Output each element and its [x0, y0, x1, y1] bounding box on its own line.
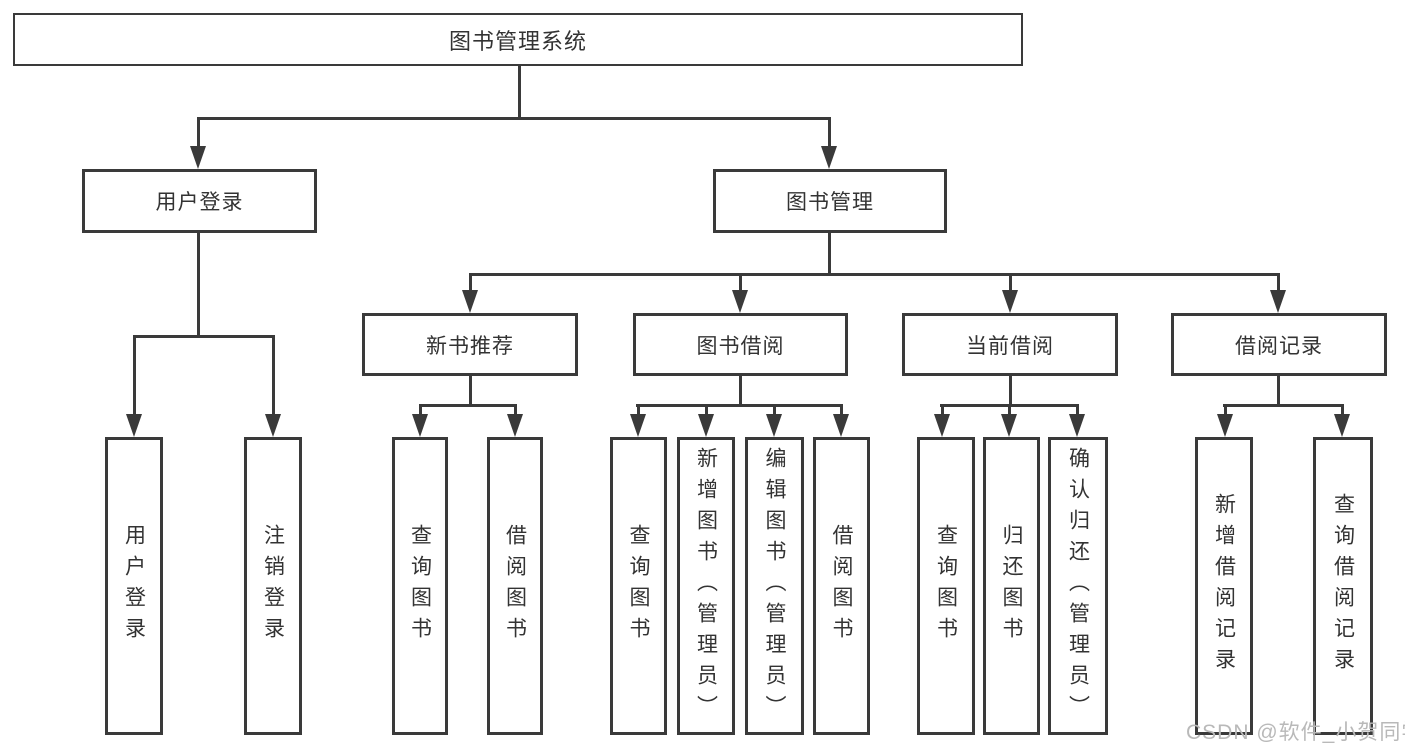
leaf-add-borrow-record: 新增借阅记录	[1195, 437, 1253, 735]
connector-line	[1076, 404, 1079, 420]
arrow-down-icon	[412, 414, 428, 437]
leaf-edit-books-admin: 编辑图书（管理员）	[745, 437, 804, 735]
connector-line	[272, 335, 275, 417]
node-label: 图书借阅	[696, 334, 785, 358]
connector-line	[773, 404, 776, 420]
connector-line	[197, 119, 200, 149]
connector-line	[1223, 404, 1343, 407]
connector-line	[1009, 376, 1012, 407]
leaf-label: 编辑图书（管理员）	[763, 446, 786, 726]
connector-line	[469, 376, 472, 407]
arrow-down-icon	[462, 290, 478, 313]
connector-line	[469, 273, 472, 293]
connector-line	[133, 335, 275, 338]
arrow-down-icon	[1069, 414, 1085, 437]
connector-line	[1277, 376, 1280, 407]
connector-line	[197, 233, 200, 338]
leaf-label: 查询图书	[934, 524, 958, 648]
connector-line	[840, 404, 843, 420]
arrow-down-icon	[1334, 414, 1350, 437]
leaf-label: 确认归还（管理员）	[1066, 446, 1090, 726]
leaf-label: 注销登录	[261, 524, 285, 648]
node-label: 图书管理	[786, 191, 874, 214]
node-label: 借阅记录	[1235, 334, 1323, 358]
connector-line	[739, 273, 742, 293]
node-current-borrowing: 当前借阅	[902, 313, 1118, 376]
node-label: 图书管理系统	[448, 28, 587, 54]
arrow-down-icon	[821, 146, 837, 169]
arrow-down-icon	[1217, 414, 1233, 437]
arrow-down-icon	[1002, 290, 1018, 313]
connector-line	[518, 66, 521, 120]
node-label: 新书推荐	[426, 334, 514, 358]
leaf-label: 查询图书	[627, 524, 650, 648]
leaf-borrow-books-borrowing: 借阅图书	[813, 437, 870, 735]
leaf-confirm-return-admin: 确认归还（管理员）	[1048, 437, 1108, 735]
node-book-borrowing: 图书借阅	[633, 313, 848, 376]
leaf-return-books: 归还图书	[983, 437, 1040, 735]
connector-line	[419, 404, 516, 407]
connector-line	[1009, 273, 1012, 293]
connector-line	[1277, 273, 1280, 293]
arrow-down-icon	[833, 414, 849, 437]
connector-line	[419, 404, 422, 420]
arrow-down-icon	[126, 414, 142, 437]
leaf-query-borrow-record: 查询借阅记录	[1313, 437, 1373, 735]
leaf-label: 用户登录	[122, 524, 146, 648]
leaf-label: 借阅图书	[830, 524, 853, 648]
arrow-down-icon	[630, 414, 646, 437]
connector-line	[828, 233, 831, 276]
arrow-down-icon	[1270, 290, 1286, 313]
connector-line	[1224, 404, 1227, 420]
connector-line	[197, 117, 831, 120]
arrow-down-icon	[934, 414, 950, 437]
connector-line	[636, 404, 843, 407]
connector-line	[705, 404, 708, 420]
node-new-book-recommendation: 新书推荐	[362, 313, 578, 376]
leaf-user-login: 用户登录	[105, 437, 163, 735]
node-borrowing-records: 借阅记录	[1171, 313, 1387, 376]
connector-line	[739, 376, 742, 407]
connector-line	[1008, 404, 1011, 420]
csdn-watermark: CSDN @软件_小贺同学	[1186, 721, 1405, 744]
connector-line	[469, 273, 1280, 276]
arrow-down-icon	[190, 146, 206, 169]
node-label: 当前借阅	[966, 334, 1054, 358]
leaf-label: 查询借阅记录	[1331, 493, 1355, 679]
connector-line	[514, 404, 517, 420]
leaf-add-books-admin: 新增图书（管理员）	[677, 437, 735, 735]
connector-line	[828, 119, 831, 149]
arrow-down-icon	[507, 414, 523, 437]
leaf-label: 新增借阅记录	[1212, 493, 1236, 679]
leaf-label: 借阅图书	[503, 524, 527, 648]
connector-line	[1341, 404, 1344, 420]
arrow-down-icon	[1001, 414, 1017, 437]
connector-line	[941, 404, 944, 420]
leaf-logout: 注销登录	[244, 437, 302, 735]
leaf-label: 新增图书（管理员）	[694, 446, 718, 726]
leaf-borrow-books-recommend: 借阅图书	[487, 437, 543, 735]
leaf-label: 归还图书	[1000, 524, 1023, 648]
arrow-down-icon	[698, 414, 714, 437]
connector-line	[133, 335, 136, 417]
node-user-login: 用户登录	[82, 169, 317, 233]
node-book-management: 图书管理	[713, 169, 947, 233]
leaf-label: 查询图书	[408, 524, 432, 648]
node-label: 用户登录	[155, 191, 244, 214]
leaf-query-books-borrowing: 查询图书	[610, 437, 667, 735]
node-library-management-system: 图书管理系统	[13, 13, 1023, 66]
arrow-down-icon	[732, 290, 748, 313]
leaf-query-books-current: 查询图书	[917, 437, 975, 735]
leaf-query-books-recommend: 查询图书	[392, 437, 448, 735]
connector-line	[637, 404, 640, 420]
arrow-down-icon	[265, 414, 281, 437]
arrow-down-icon	[766, 414, 782, 437]
